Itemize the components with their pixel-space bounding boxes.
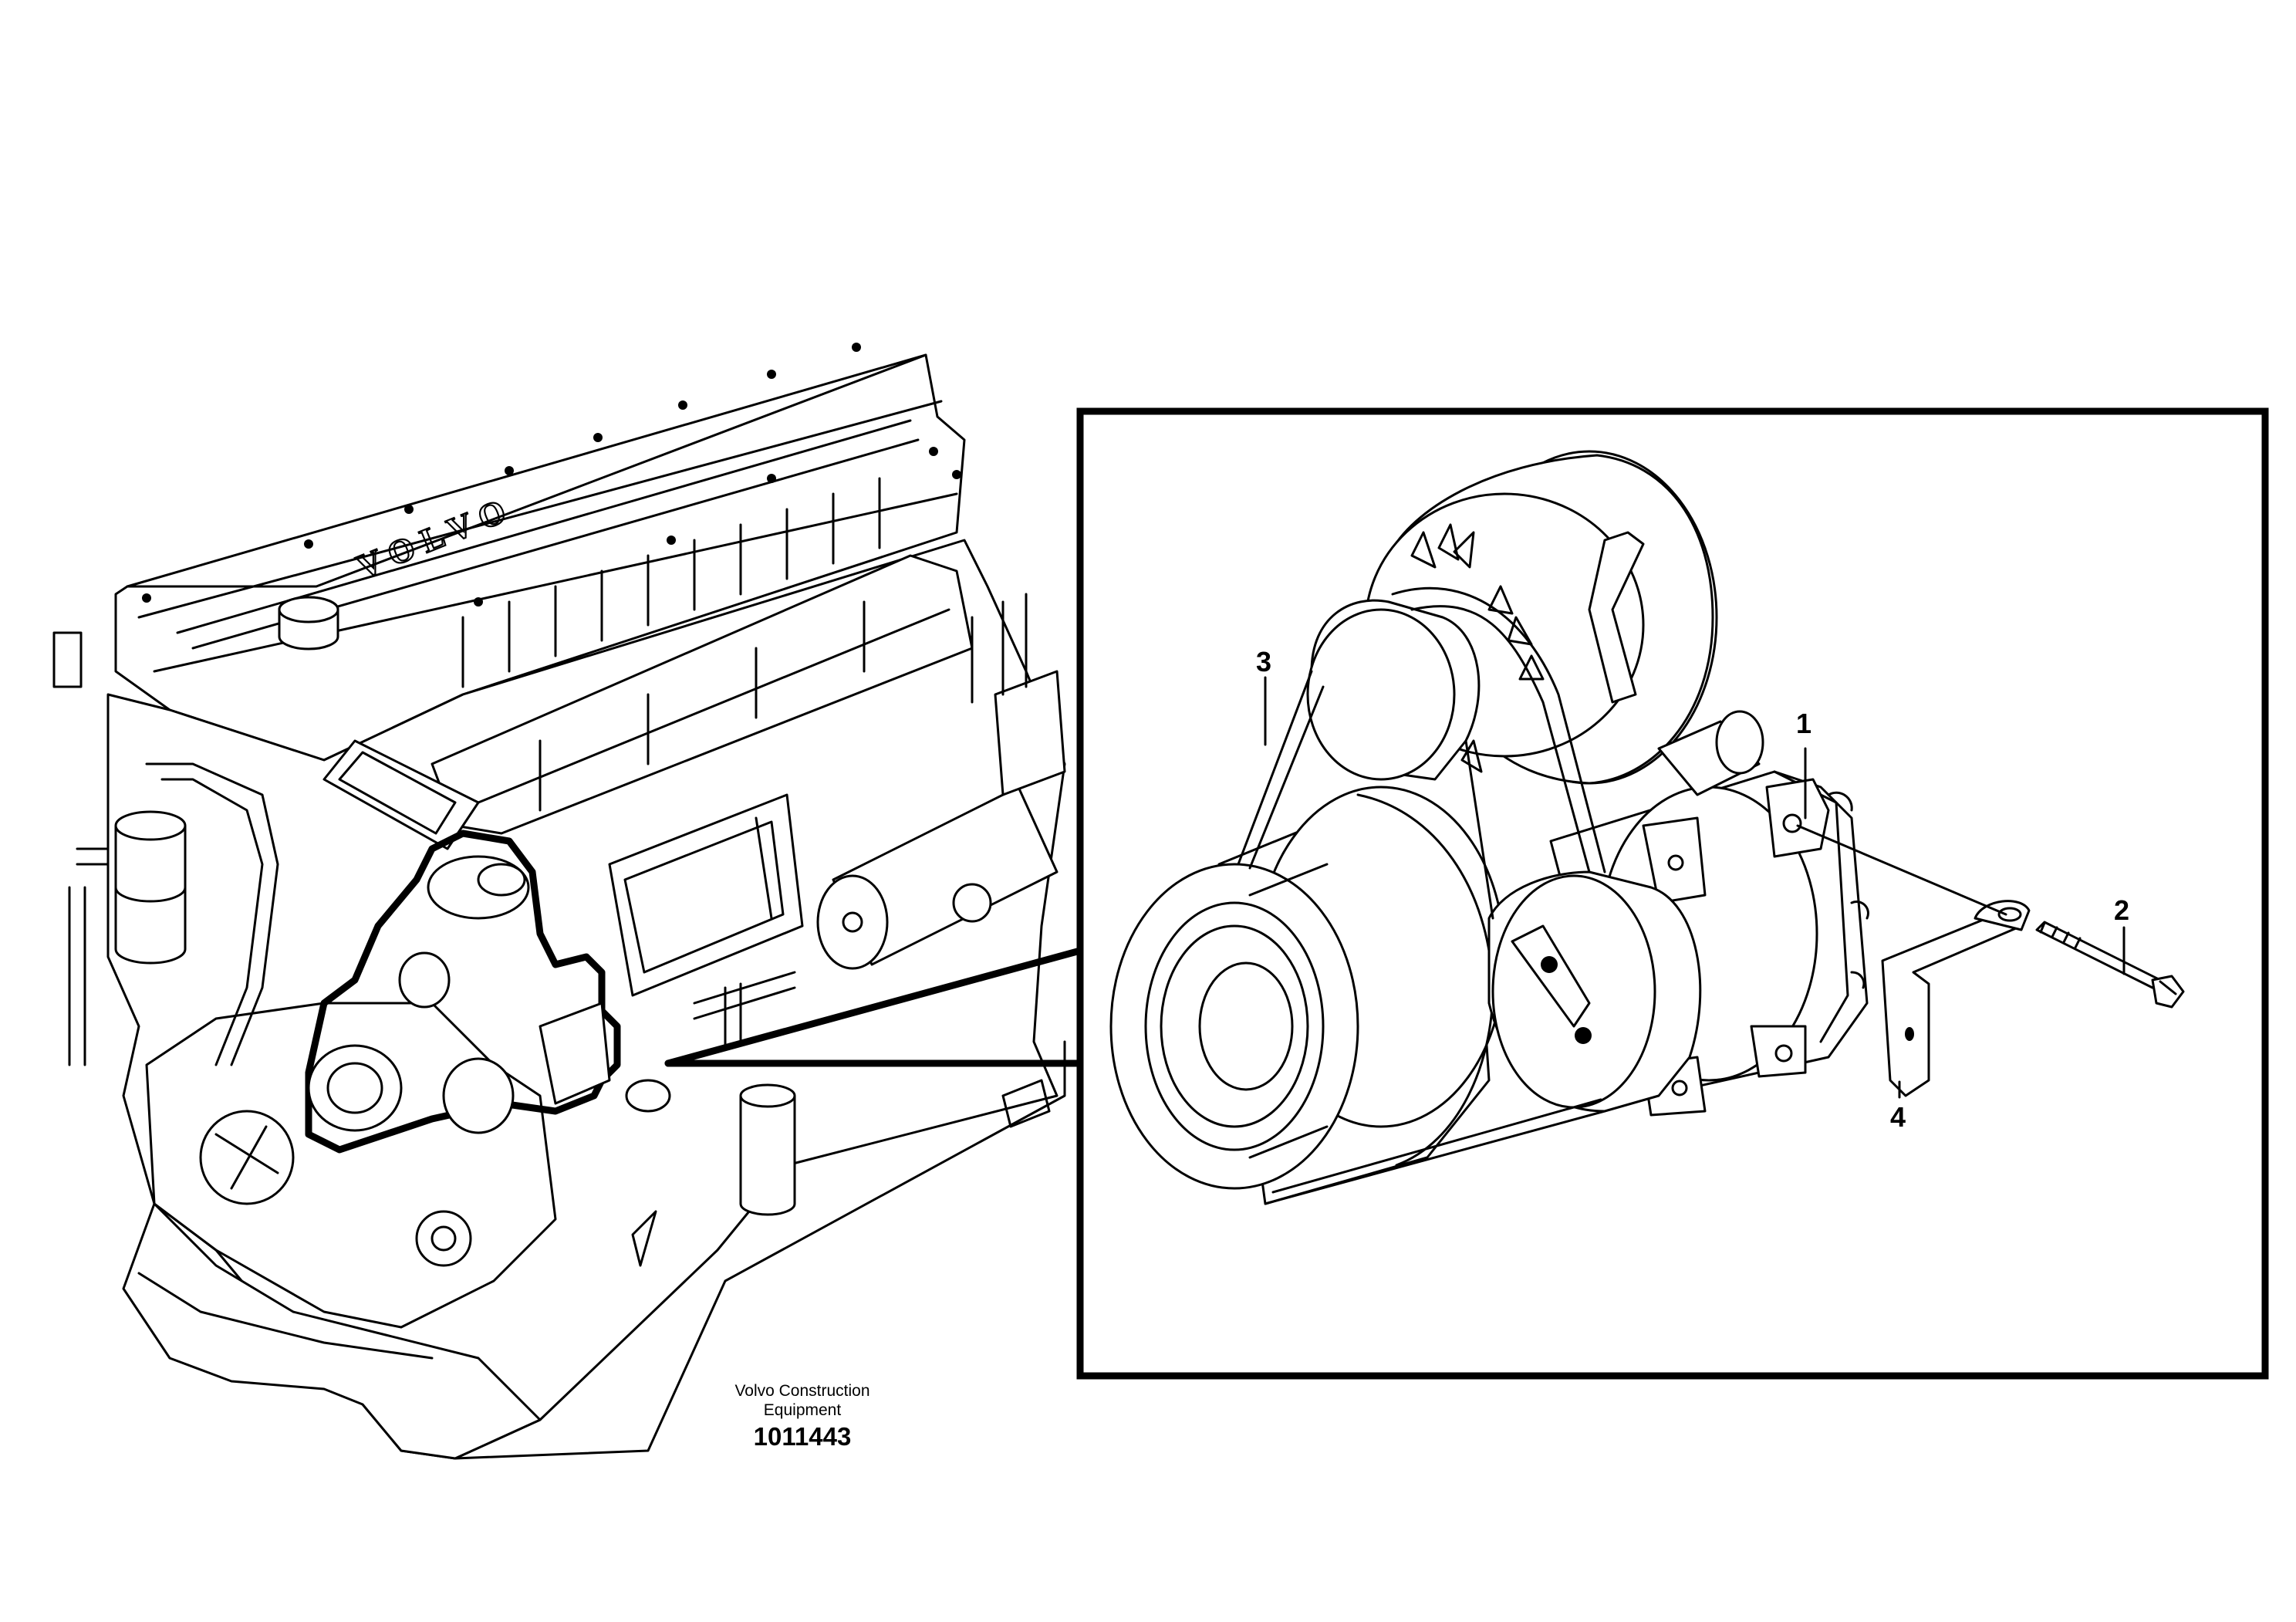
oil-filler-cap [278, 596, 339, 650]
belt-drive-highlight [305, 830, 671, 1154]
callout-4: 4 [1890, 1101, 1906, 1133]
idler-pulley-lower [1487, 870, 1702, 1113]
ecu-module [608, 793, 804, 997]
poly-v-belt [1237, 586, 1606, 1205]
callout-2: 2 [2114, 894, 2129, 926]
caption-line-1: Volvo Construction [734, 1382, 870, 1400]
oil-pan [122, 1202, 542, 1460]
bolt [2035, 921, 2185, 1009]
caption-company: Volvo Construction Equipment [694, 1381, 910, 1420]
cover-ribs [461, 477, 881, 688]
manifold-plate [322, 739, 480, 850]
caption-line-2: Equipment [763, 1401, 842, 1419]
detail-leader-top [664, 947, 1084, 1067]
flywheel-housing [454, 1040, 1066, 1460]
valve-cover [114, 353, 966, 762]
idler-pulley-upper [1306, 599, 1481, 781]
engine-overview: VOLVO [52, 343, 1066, 1460]
crankshaft-pulley [1109, 786, 1506, 1205]
callout-1: 1 [1796, 708, 1811, 739]
fuel-filter [114, 810, 187, 965]
cover-bolts [142, 343, 961, 607]
belt-tensioner [1364, 450, 1764, 796]
fuel-pump [816, 786, 1059, 970]
callout-3: 3 [1256, 646, 1271, 678]
detail-view: 1 2 3 4 [1109, 450, 2185, 1205]
coolant-pipe [145, 762, 279, 1066]
caption-figure-number: 1011443 [753, 1422, 852, 1451]
leader-1b [1796, 824, 2007, 916]
